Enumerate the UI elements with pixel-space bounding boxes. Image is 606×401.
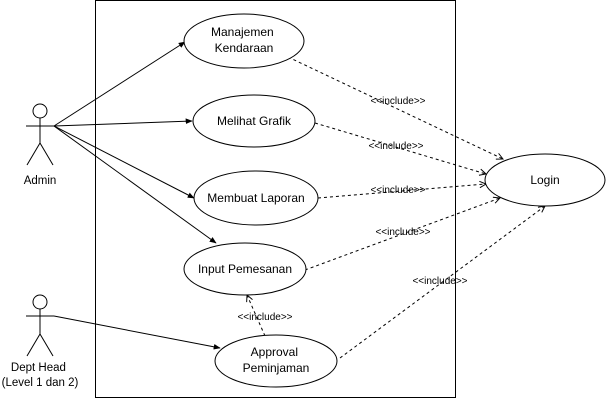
- include-approval-peminjaman-login: [339, 206, 545, 359]
- include-label-manajemen-kendaraan: <<include>>: [370, 96, 425, 107]
- use-case-login-shape: [484, 153, 606, 207]
- use-case-melihat-grafik-label: Melihat Grafik: [217, 114, 292, 128]
- actor-dept-head-head: [32, 294, 48, 310]
- include-label-approval-peminjaman: <<include>>: [412, 276, 467, 287]
- actor-dept-head-label-line-1: Dept Head: [11, 362, 66, 374]
- use-case-melihat-grafik[interactable]: Melihat Grafik: [192, 94, 316, 148]
- actor-admin-leg-left: [26, 142, 41, 166]
- include-relations: [247, 56, 545, 359]
- use-case-membuat-laporan[interactable]: Membuat Laporan: [193, 170, 319, 226]
- actor-dept-head-label: Dept Head (Level 1 dan 2): [2, 362, 79, 389]
- include-labels: <<include>> <<include>> <<include>> <<in…: [237, 96, 467, 323]
- use-case-manajemen-kendaraan[interactable]: Manajemen Kendaraan: [183, 13, 305, 69]
- include-manajemen-kendaraan-login: [287, 56, 503, 159]
- use-case-manajemen-kendaraan-line-1: Manajemen: [211, 25, 274, 39]
- include-label-input-pemesanan: <<include>>: [375, 227, 430, 238]
- use-case-approval-peminjaman-shape: [214, 334, 338, 388]
- use-case-manajemen-kendaraan-shape: [183, 13, 305, 69]
- use-case-login-label: Login: [530, 173, 559, 187]
- use-case-login[interactable]: Login: [484, 153, 606, 207]
- include-label-melihat-grafik: <<include>>: [368, 141, 423, 152]
- include-label-membuat-laporan: <<include>>: [370, 185, 425, 196]
- use-case-approval-peminjaman-line-2: Peminjaman: [243, 361, 310, 375]
- include-label-approval-input: <<include>>: [237, 312, 292, 323]
- actor-dept-head[interactable]: Dept Head (Level 1 dan 2): [2, 294, 79, 389]
- actor-admin-leg-right: [39, 142, 54, 166]
- actor-dept-head-leg-right: [39, 333, 54, 357]
- use-case-membuat-laporan-shape: [193, 170, 319, 226]
- actor-admin[interactable]: Admin: [24, 103, 57, 187]
- assoc-dept-head-approval-peminjaman: [53, 315, 221, 350]
- actor-dept-head-leg-left: [26, 333, 41, 357]
- assoc-admin-input-pemesanan: [53, 125, 217, 244]
- use-case-membuat-laporan-label: Membuat Laporan: [207, 191, 304, 205]
- include-approval-peminjaman-input-pemesanan: [247, 295, 266, 337]
- include-membuat-laporan-login: [317, 184, 486, 199]
- assoc-admin-membuat-laporan: [53, 125, 195, 199]
- system-boundary: [95, 0, 456, 398]
- assoc-admin-melihat-grafik: [53, 118, 193, 127]
- assoc-admin-manajemen-kendaraan: [53, 41, 186, 127]
- include-input-pemesanan-login: [304, 198, 500, 271]
- actor-admin-head: [32, 103, 48, 119]
- use-case-approval-peminjaman-line-1: Approval: [251, 345, 298, 359]
- actor-admin-label: Admin: [24, 175, 57, 187]
- associations: [53, 41, 221, 350]
- use-case-approval-peminjaman-label: Approval Peminjaman: [243, 345, 310, 375]
- use-case-manajemen-kendaraan-label: Manajemen Kendaraan: [211, 25, 277, 55]
- actor-dept-head-label-line-2: (Level 1 dan 2): [2, 377, 79, 389]
- use-case-input-pemesanan-label: Input Pemesanan: [198, 262, 292, 276]
- use-case-approval-peminjaman[interactable]: Approval Peminjaman: [214, 334, 338, 388]
- use-case-input-pemesanan-shape: [183, 242, 307, 296]
- use-case-melihat-grafik-shape: [192, 94, 316, 148]
- use-case-manajemen-kendaraan-line-2: Kendaraan: [215, 41, 274, 55]
- use-case-input-pemesanan[interactable]: Input Pemesanan: [183, 242, 307, 296]
